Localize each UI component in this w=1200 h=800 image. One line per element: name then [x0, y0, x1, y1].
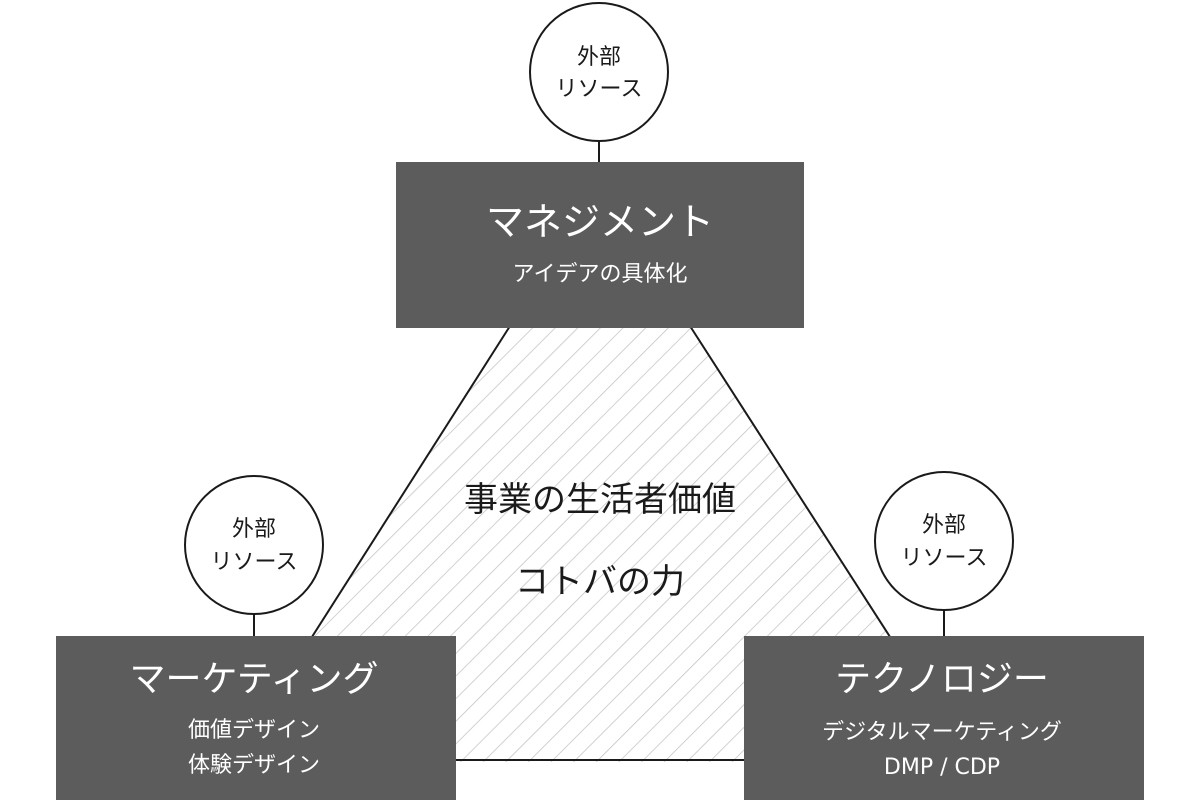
marketing-resource-circle — [184, 475, 324, 615]
center-line-1: 事業の生活者価値 — [464, 480, 736, 520]
technology-subtitle-line-2: DMP / CDP — [884, 755, 1000, 780]
technology-title: テクノロジー — [835, 659, 1049, 700]
technology-resource-line-1: 外部 — [922, 513, 966, 538]
marketing-resource-line-1: 外部 — [232, 517, 276, 542]
management-resource-circle — [529, 2, 669, 142]
technology-resource-line-2: リソース — [901, 546, 988, 571]
technology-subtitle-line-1: デジタルマーケティング — [822, 720, 1062, 745]
management-subtitle: アイデアの具体化 — [513, 262, 688, 287]
marketing-subtitle-line-1: 価値デザイン — [188, 718, 320, 743]
management-box — [396, 162, 804, 328]
triangle-left-edge — [309, 325, 511, 641]
management-resource-line-2: リソース — [556, 77, 643, 102]
marketing-title: マーケティング — [129, 659, 378, 700]
triangle-right-edge — [689, 325, 893, 641]
marketing-resource-line-2: リソース — [211, 550, 298, 575]
technology-resource-circle — [874, 471, 1014, 611]
management-title: マネジメント — [486, 200, 714, 244]
management-resource-line-1: 外部 — [577, 45, 621, 70]
center-line-2: コトバの力 — [515, 562, 685, 602]
technology-box — [744, 636, 1144, 800]
marketing-box — [56, 636, 456, 800]
marketing-subtitle-line-2: 体験デザイン — [188, 753, 320, 778]
